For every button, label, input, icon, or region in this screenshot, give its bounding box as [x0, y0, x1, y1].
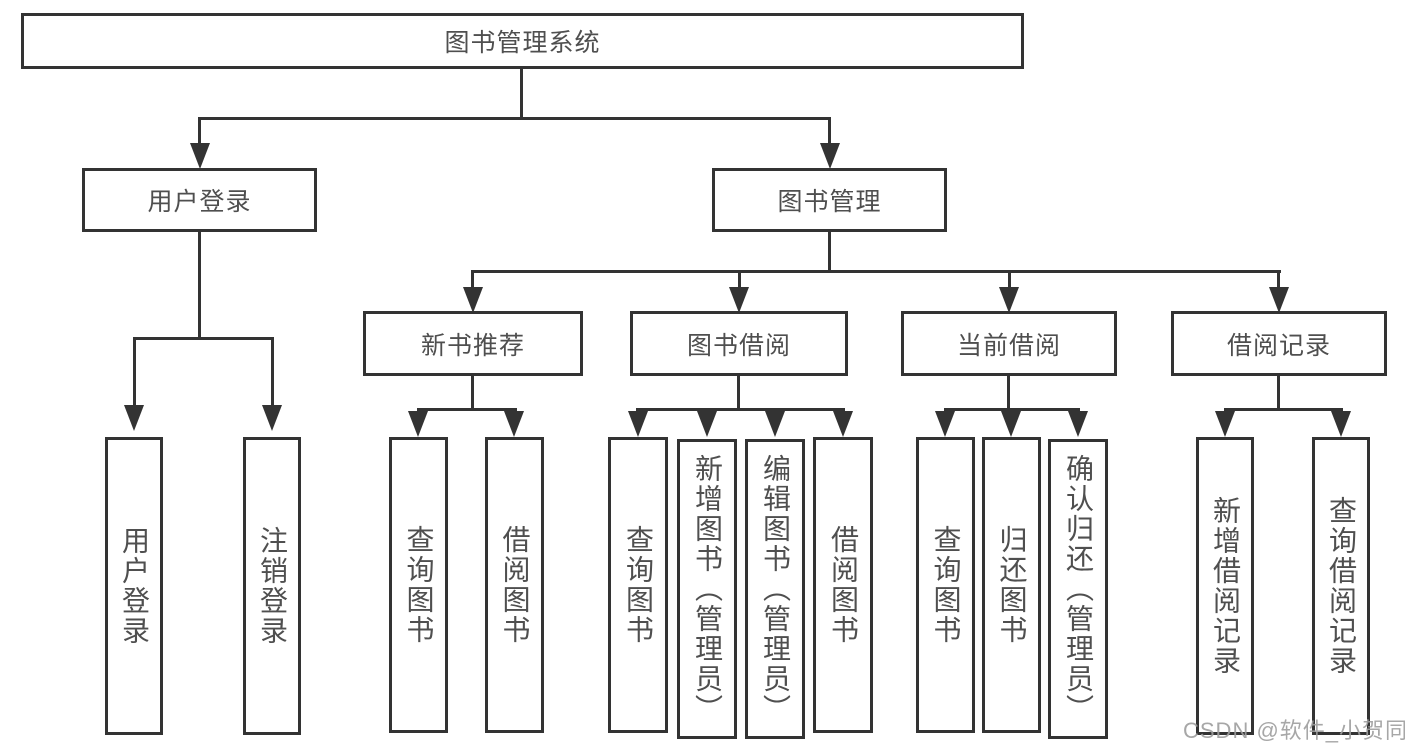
arrowhead-leaf-logout [262, 405, 282, 431]
node-borrowing-records: 借阅记录 [1171, 311, 1387, 376]
node-label: 图书管理系统 [444, 29, 601, 57]
arrowhead-edit-book [765, 411, 785, 437]
leaf-query-books-2: 查询图书 [608, 437, 668, 733]
node-label: 当前借阅 [956, 331, 1061, 360]
node-label: 用户登录 [147, 188, 252, 216]
arrowhead-user-login [190, 143, 210, 169]
connector-hbar-current-borrowing [944, 408, 1080, 411]
node-new-book-recommendation: 新书推荐 [363, 311, 583, 376]
connector-hbar-borrowing-records [1224, 408, 1343, 411]
arrowhead-query-books-1 [408, 411, 428, 437]
node-library-management-system: 图书管理系统 [21, 13, 1024, 69]
leaf-user-login: 用户登录 [105, 437, 163, 735]
node-label: 归还图书 [996, 525, 1028, 645]
connector-stem-book-management [828, 117, 831, 145]
node-label: 新书推荐 [420, 331, 525, 360]
leaf-logout-login: 注销登录 [243, 437, 301, 735]
arrowhead-return-book [1001, 411, 1021, 437]
arrowhead-borrow-books-1 [504, 411, 524, 437]
leaf-return-book: 归还图书 [982, 437, 1041, 733]
connector-stem-borrowing-records [1277, 270, 1280, 288]
node-label: 用户登录 [119, 526, 150, 646]
leaf-query-books-3: 查询图书 [916, 437, 975, 733]
arrowhead-new-book [463, 287, 483, 313]
connector-trunk-book-borrowing [737, 376, 740, 408]
arrowhead-confirm-return [1068, 411, 1088, 437]
node-user-login: 用户登录 [82, 168, 317, 232]
connector-trunk-current-borrowing [1007, 376, 1010, 408]
arrowhead-book-management [820, 143, 840, 169]
connector-trunk-new-book [471, 376, 474, 408]
leaf-borrow-books-1: 借阅图书 [485, 437, 544, 733]
node-label: 确认归还（管理员） [1063, 454, 1094, 724]
node-label: 查询图书 [403, 525, 435, 645]
connector-hbar-level3 [471, 270, 1281, 273]
arrowhead-current-borrowing [999, 287, 1019, 313]
node-label: 新增图书（管理员） [692, 454, 723, 724]
node-label: 编辑图书（管理员） [760, 454, 791, 724]
node-label: 图书管理 [777, 188, 882, 216]
connector-hbar-new-book [417, 408, 517, 411]
node-label: 新增借阅记录 [1210, 496, 1241, 676]
leaf-add-borrow-record: 新增借阅记录 [1196, 437, 1254, 735]
node-label: 查询借阅记录 [1326, 496, 1357, 676]
node-label: 注销登录 [257, 526, 288, 646]
connector-stem-book-borrowing [738, 270, 741, 288]
arrowhead-add-book [697, 411, 717, 437]
node-book-borrowing: 图书借阅 [630, 311, 848, 376]
connector-stem-leaf-logout [271, 337, 274, 407]
connector-stem-user-login [198, 117, 201, 145]
arrowhead-query-books-2 [628, 411, 648, 437]
connector-trunk-book-management [828, 232, 831, 270]
arrowhead-book-borrowing [729, 287, 749, 313]
arrowhead-leaf-user-login [124, 405, 144, 431]
connector-stem-current-borrowing [1008, 270, 1011, 288]
watermark: CSDN @软件_小贺同学 [1183, 718, 1405, 743]
node-current-borrowing: 当前借阅 [901, 311, 1117, 376]
arrowhead-query-borrow-record [1331, 411, 1351, 437]
leaf-query-books-1: 查询图书 [389, 437, 448, 733]
node-label: 借阅记录 [1226, 331, 1331, 360]
node-label: 借阅图书 [499, 525, 531, 645]
arrowhead-query-books-3 [935, 411, 955, 437]
node-book-management: 图书管理 [712, 168, 947, 232]
leaf-borrow-books-2: 借阅图书 [813, 437, 873, 733]
connector-trunk-user-login [198, 232, 201, 337]
arrowhead-add-borrow-record [1215, 411, 1235, 437]
leaf-confirm-return-admin: 确认归还（管理员） [1048, 439, 1108, 739]
leaf-query-borrow-record: 查询借阅记录 [1312, 437, 1370, 735]
connector-trunk-borrowing-records [1277, 376, 1280, 408]
node-label: 图书借阅 [686, 331, 791, 360]
arrowhead-borrowing-records [1269, 287, 1289, 313]
connector-stem-new-book [471, 270, 474, 288]
connector-hbar-level2 [198, 117, 831, 120]
node-label: 借阅图书 [828, 525, 859, 645]
leaf-edit-book-admin: 编辑图书（管理员） [745, 439, 805, 739]
leaf-add-book-admin: 新增图书（管理员） [677, 439, 737, 739]
node-label: 查询图书 [930, 525, 962, 645]
node-label: 查询图书 [623, 525, 654, 645]
connector-stem-leaf-user-login [133, 337, 136, 407]
arrowhead-borrow-books-2 [833, 411, 853, 437]
connector-hbar-book-borrowing [636, 408, 845, 411]
connector-trunk-root [520, 69, 523, 117]
connector-hbar-user-login [133, 337, 274, 340]
